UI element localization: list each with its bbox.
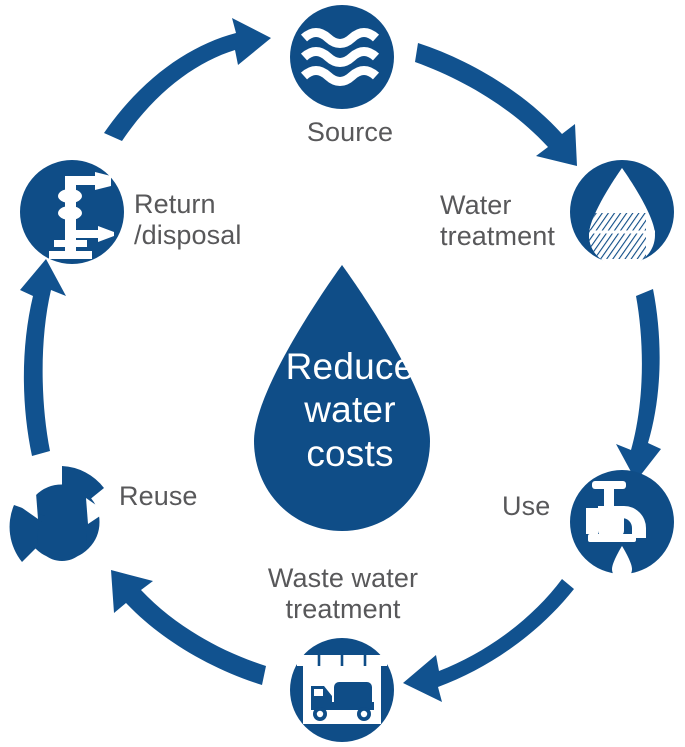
node-label-reuse: Reuse [119,481,198,511]
node-water-treatment-icon[interactable] [570,160,674,266]
node-return-disposal-icon[interactable] [20,160,124,264]
arrow-reuse-to-return-disposal [20,259,66,456]
node-label-source: Source [306,117,394,147]
arrow-source-to-water-treatment [415,43,577,166]
reduce-water-costs-drop [254,265,430,531]
node-reuse-icon[interactable] [7,466,117,577]
node-source-icon[interactable] [290,5,394,109]
node-waste-water-treatment-icon[interactable] [290,638,394,742]
arrow-water-treatment-to-use [616,289,661,481]
node-label-waste-water-treatment: Waste water treatment [267,563,419,625]
node-label-use: Use [502,491,551,521]
node-use-icon[interactable] [570,470,674,580]
arrow-return-to-source [104,18,271,141]
node-label-return-disposal: Return /disposal [134,189,242,251]
node-label-water-treatment: Water treatment [440,190,555,252]
arrow-use-to-waste-water-treatment [403,579,574,702]
arrow-waste-water-treatment-to-reuse [111,570,266,685]
